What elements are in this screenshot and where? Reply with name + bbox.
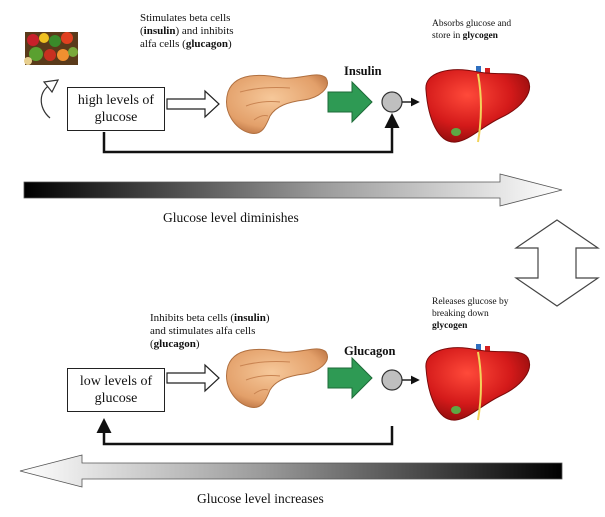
alfa-cells-note: Inhibits beta cells (insulin) and stimul… xyxy=(150,312,270,350)
food-image xyxy=(24,32,78,65)
receptor-circle xyxy=(381,91,403,113)
high-glucose-box: high levels of glucose xyxy=(67,87,165,131)
glucose-diminishes-caption: Glucose level diminishes xyxy=(163,210,299,225)
liver-image xyxy=(425,66,530,143)
insulin-label: Insulin xyxy=(344,64,382,78)
low-glucose-box: low levels of glucose xyxy=(67,368,165,412)
liver-image xyxy=(425,344,530,421)
curved-arrow-icon xyxy=(40,79,60,119)
liver-releases-note: Releases glucose by breaking down glycog… xyxy=(432,297,509,331)
glucose-diminishes-arrow xyxy=(23,173,563,207)
low-glucose-label-line1: low levels of xyxy=(79,374,153,389)
high-glucose-label-line1: high levels of xyxy=(77,93,155,108)
pancreas-image xyxy=(226,74,328,135)
glucagon-label: Glucagon xyxy=(344,344,396,358)
pancreas-image xyxy=(226,348,328,409)
liver-absorbs-note: Absorbs glucose and store in glycogen xyxy=(432,19,512,41)
glucose-increases-caption: Glucose level increases xyxy=(197,491,324,506)
glucose-increases-arrow xyxy=(19,454,563,488)
high-glucose-label-line2: glucose xyxy=(94,110,138,125)
low-glucose-label-line2: glucose xyxy=(94,391,138,406)
green-arrow-icon xyxy=(327,356,373,400)
green-arrow-icon xyxy=(327,80,373,124)
beta-cells-note: Stimulates beta cells (insulin) and inhi… xyxy=(140,12,234,50)
feedback-line xyxy=(102,113,400,154)
double-arrow-icon xyxy=(514,219,600,307)
feedback-line xyxy=(96,418,394,446)
hollow-arrow-icon xyxy=(166,89,220,119)
receptor-circle xyxy=(381,369,403,391)
hollow-arrow-icon xyxy=(166,363,220,393)
